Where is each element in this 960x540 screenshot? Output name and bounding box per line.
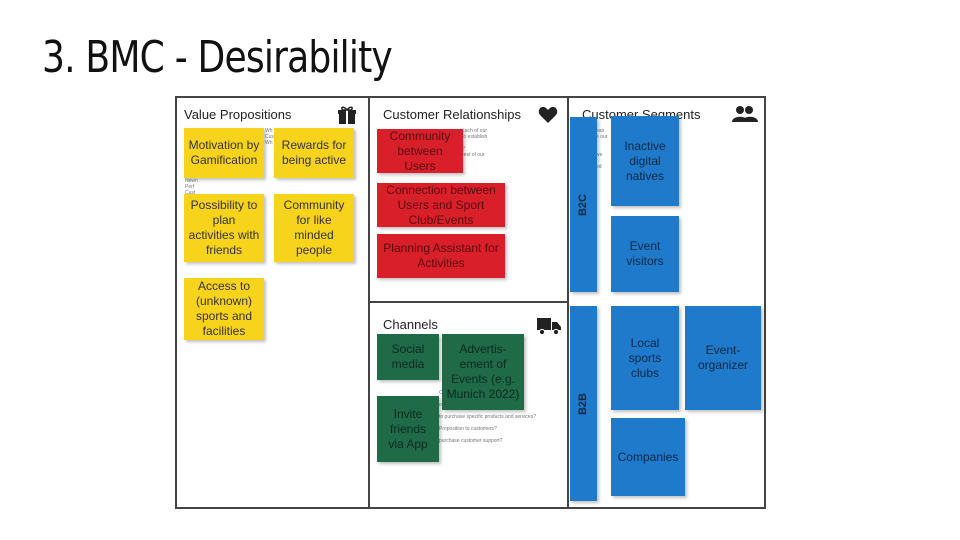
gift-icon: [337, 105, 357, 130]
segment-group-b2c[interactable]: B2C: [570, 117, 597, 292]
segment-group-label: B2B: [577, 392, 590, 415]
customer-segment-note[interactable]: Local sports clubs: [611, 306, 679, 410]
customer-segment-note[interactable]: Event-organizer: [685, 306, 761, 410]
heart-icon: [538, 106, 558, 129]
customer-relationship-note[interactable]: Community between Users: [377, 129, 463, 173]
channel-note[interactable]: Invite friends via App: [377, 396, 439, 462]
truck-icon: [537, 317, 561, 340]
customer-segment-note[interactable]: Event visitors: [611, 216, 679, 292]
segment-group-label: B2C: [577, 193, 590, 216]
customer-segment-note[interactable]: Companies: [611, 418, 685, 496]
channel-note[interactable]: Social media: [377, 334, 439, 380]
channels-heading: Channels: [383, 317, 438, 332]
customer-relationships-heading: Customer Relationships: [383, 107, 522, 122]
value-proposition-note[interactable]: Access to (unknown) sports and facilitie…: [184, 278, 264, 340]
segment-group-b2b[interactable]: B2B: [570, 306, 597, 501]
slide-title: 3. BMC - Desirability: [42, 32, 393, 83]
value-proposition-note[interactable]: Possibility to plan activities with frie…: [184, 194, 264, 262]
value-proposition-note[interactable]: Community for like minded people: [274, 194, 354, 262]
customer-relationship-note[interactable]: Connection between Users and Sport Club/…: [377, 183, 505, 227]
divider-line: [368, 301, 569, 303]
value-proposition-note[interactable]: Rewards for being active: [274, 128, 354, 178]
channel-note[interactable]: Advertis-ement of Events (e.g. Munich 20…: [442, 334, 524, 410]
customer-relationship-note[interactable]: Planning Assistant for Activities: [377, 234, 505, 278]
people-icon: [732, 105, 758, 128]
value-proposition-note[interactable]: Motivation by Gamification: [184, 128, 264, 178]
value-propositions-heading: Value Propositions: [184, 107, 292, 122]
customer-segment-note[interactable]: Inactive digital natives: [611, 116, 679, 206]
